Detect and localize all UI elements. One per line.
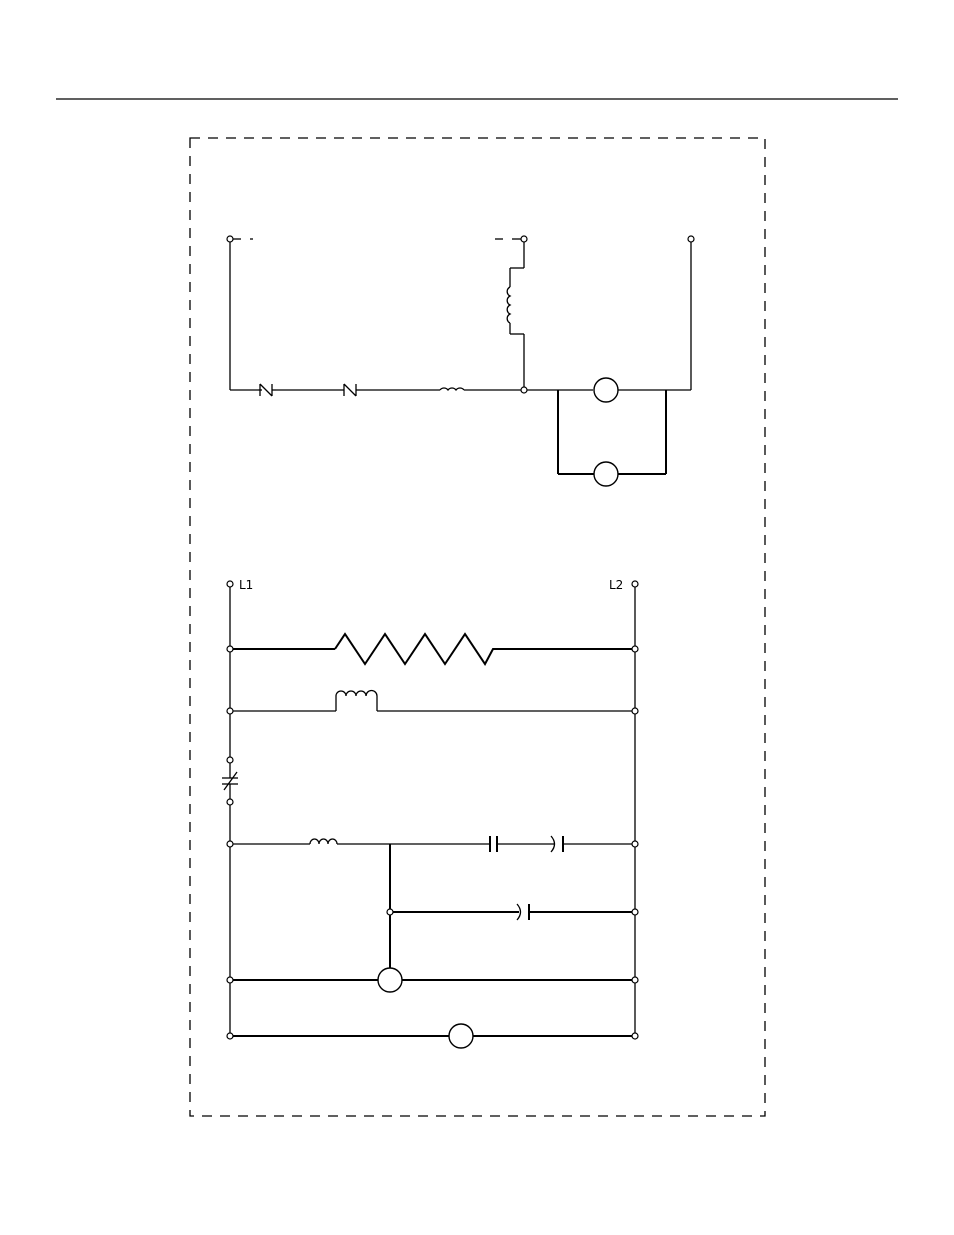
transformer-secondary-coil <box>506 286 512 324</box>
control-circuit <box>226 235 695 487</box>
heating-element <box>334 632 500 666</box>
thermostat-contact <box>258 383 276 397</box>
terminal-right <box>687 235 695 243</box>
terminal-left <box>226 235 234 243</box>
start-relay-coil <box>309 838 338 845</box>
auxiliary-motor <box>593 461 619 487</box>
terminal-l1 <box>226 580 234 588</box>
normally-closed-switch <box>222 756 238 806</box>
power-circuit: L1 L2 <box>222 578 639 1049</box>
condenser-fan-motor <box>448 1023 474 1049</box>
junction-node <box>520 386 528 394</box>
terminal-l2 <box>631 580 639 588</box>
line-label-l1: L1 <box>239 578 253 592</box>
fan-motor <box>593 377 619 403</box>
line-label-l2: L2 <box>609 578 623 592</box>
compressor <box>377 967 403 993</box>
terminal-center <box>520 235 528 243</box>
contactor-coil <box>335 689 378 697</box>
start-capacitor <box>489 836 498 852</box>
dashed-enclosure <box>189 137 766 1117</box>
limit-switch <box>340 383 360 397</box>
relay-coil <box>439 387 465 392</box>
